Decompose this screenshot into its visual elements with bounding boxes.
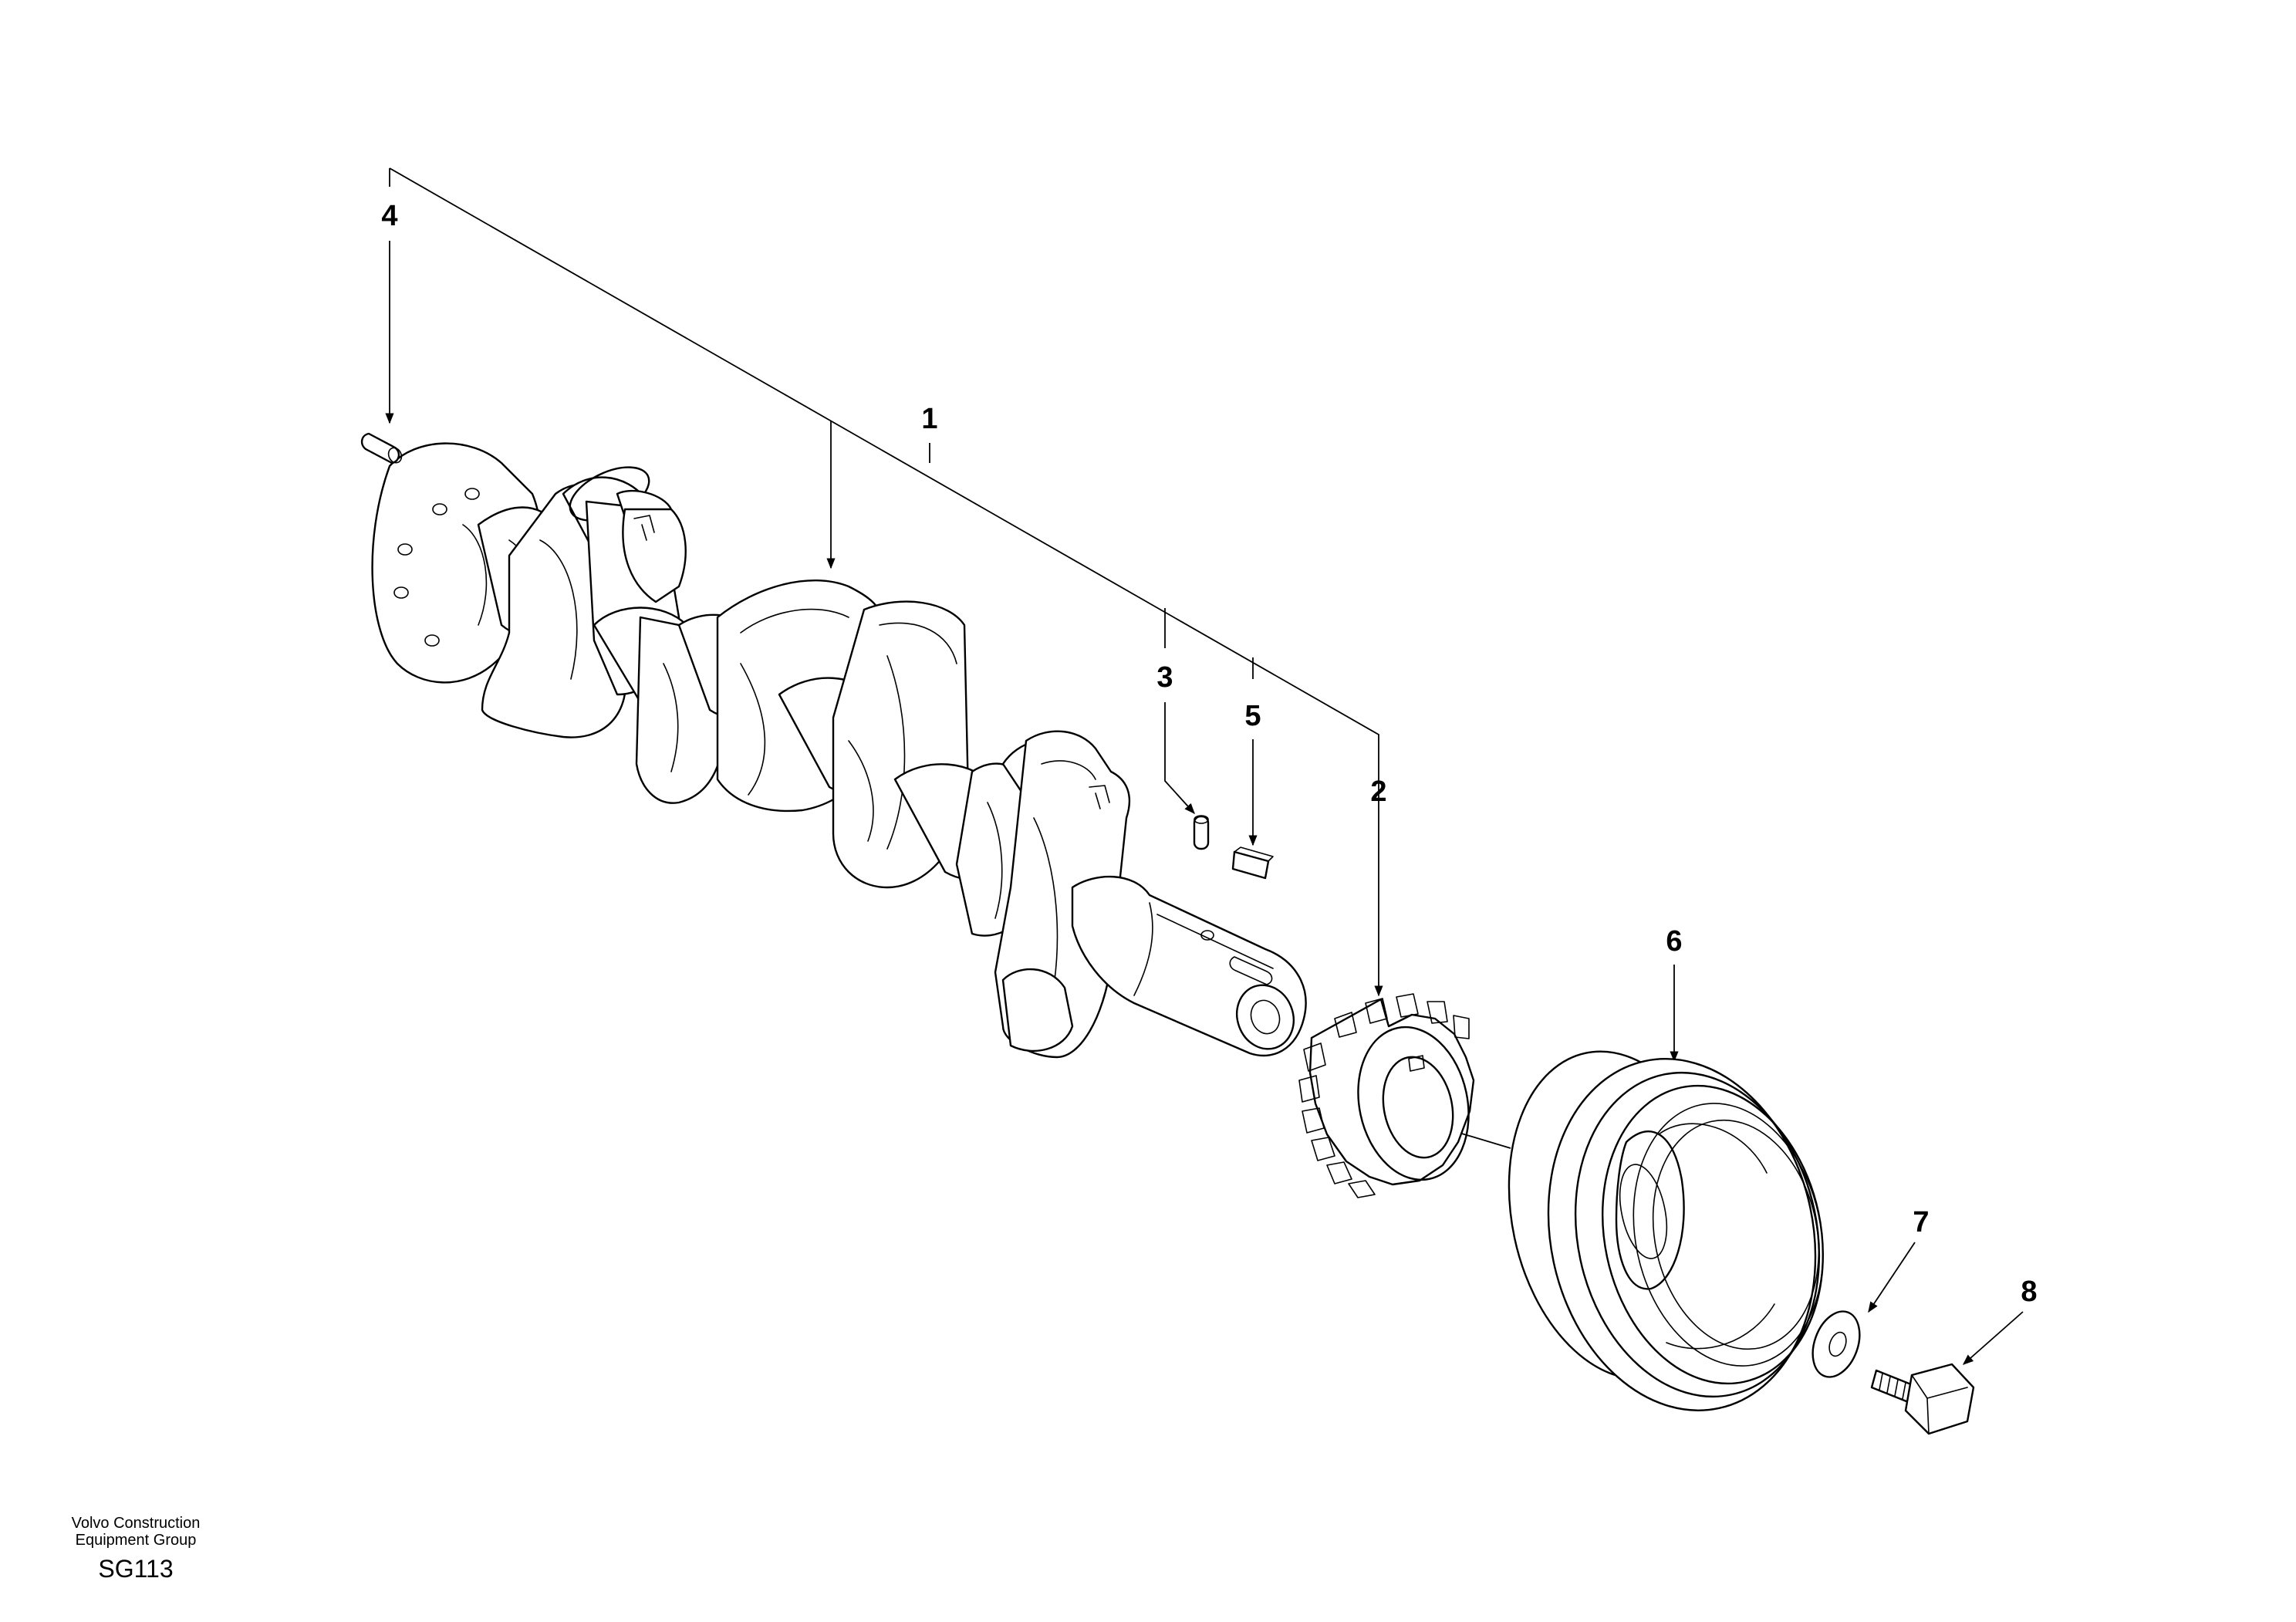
callout-3: 3 <box>1156 661 1173 694</box>
callout-5: 5 <box>1244 700 1261 732</box>
crankshaft <box>371 442 1307 1059</box>
callout-4: 4 <box>381 200 397 232</box>
key <box>1231 846 1274 880</box>
callout-6: 6 <box>1666 925 1682 958</box>
dowel-pin-rear <box>360 432 403 465</box>
washer <box>1811 1310 1861 1378</box>
callout-1: 1 <box>921 403 937 435</box>
footer-block: Volvo Construction Equipment Group SG113 <box>72 1515 201 1583</box>
crankshaft-gear <box>1298 993 1475 1198</box>
footer-company-line1: Volvo Construction <box>72 1515 201 1532</box>
callout-labels: 4 1 3 5 2 6 7 8 <box>381 200 2037 1308</box>
crankshaft-pulley <box>1508 1050 1825 1411</box>
dowel-pin <box>1193 815 1210 850</box>
callout-8: 8 <box>2021 1276 2037 1308</box>
bolt <box>1870 1363 1975 1435</box>
callout-2: 2 <box>1370 776 1386 808</box>
footer-company-line2: Equipment Group <box>76 1532 197 1549</box>
footer-figure-code: SG113 <box>98 1555 173 1583</box>
callout-7: 7 <box>1913 1206 1929 1238</box>
